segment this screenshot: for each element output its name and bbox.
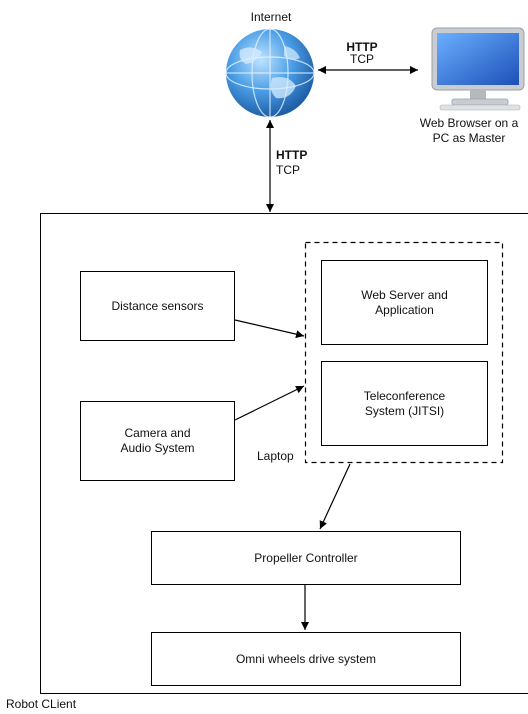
teleconference-box: Teleconference System (JITSI)	[321, 361, 488, 446]
laptop-label: Laptop	[257, 449, 294, 463]
web-server-line2: Application	[375, 302, 434, 317]
camera-to-laptop-arrow	[234, 385, 305, 421]
browser-link-http: HTTP	[346, 40, 378, 54]
distance-sensors-box: Distance sensors	[80, 271, 235, 341]
omni-wheels-box: Omni wheels drive system	[151, 632, 461, 686]
browser-link-tcp: TCP	[350, 52, 374, 66]
desktop-computer-icon	[431, 27, 525, 111]
teleconference-line2: System (JITSI)	[364, 403, 445, 418]
robot-client-label: Robot CLient	[6, 697, 77, 711]
distance-to-laptop-arrow	[234, 319, 305, 339]
teleconference-line1: Teleconference	[363, 388, 446, 403]
omni-wheels-label: Omni wheels drive system	[235, 651, 377, 666]
laptop-boundary	[304, 241, 504, 464]
robot-client-frame	[40, 213, 528, 694]
browser-link-protocol: HTTP TCP	[340, 40, 384, 67]
master-label: Web Browser on a PC as Master	[410, 116, 528, 146]
web-server-line1: Web Server and	[361, 287, 448, 302]
robot-link-http: HTTP	[276, 148, 308, 162]
camera-audio-line1: Camera and	[124, 426, 191, 440]
laptop-to-propeller-arrow	[319, 463, 351, 530]
distance-sensors-label: Distance sensors	[111, 298, 204, 313]
master-label-line1: Web Browser on a	[419, 116, 519, 130]
propeller-controller-box: Propeller Controller	[151, 531, 461, 585]
propeller-controller-label: Propeller Controller	[254, 550, 358, 565]
web-server-box: Web Server and Application	[321, 260, 488, 345]
globe-icon	[225, 28, 315, 118]
camera-audio-line2: Audio System	[120, 441, 195, 455]
internet-label: Internet	[250, 10, 292, 24]
camera-audio-box: Camera and Audio System	[80, 401, 235, 481]
robot-link-tcp: TCP	[276, 163, 300, 177]
master-label-line2: PC as Master	[432, 131, 506, 145]
robot-link-protocol: HTTP TCP	[276, 148, 316, 178]
